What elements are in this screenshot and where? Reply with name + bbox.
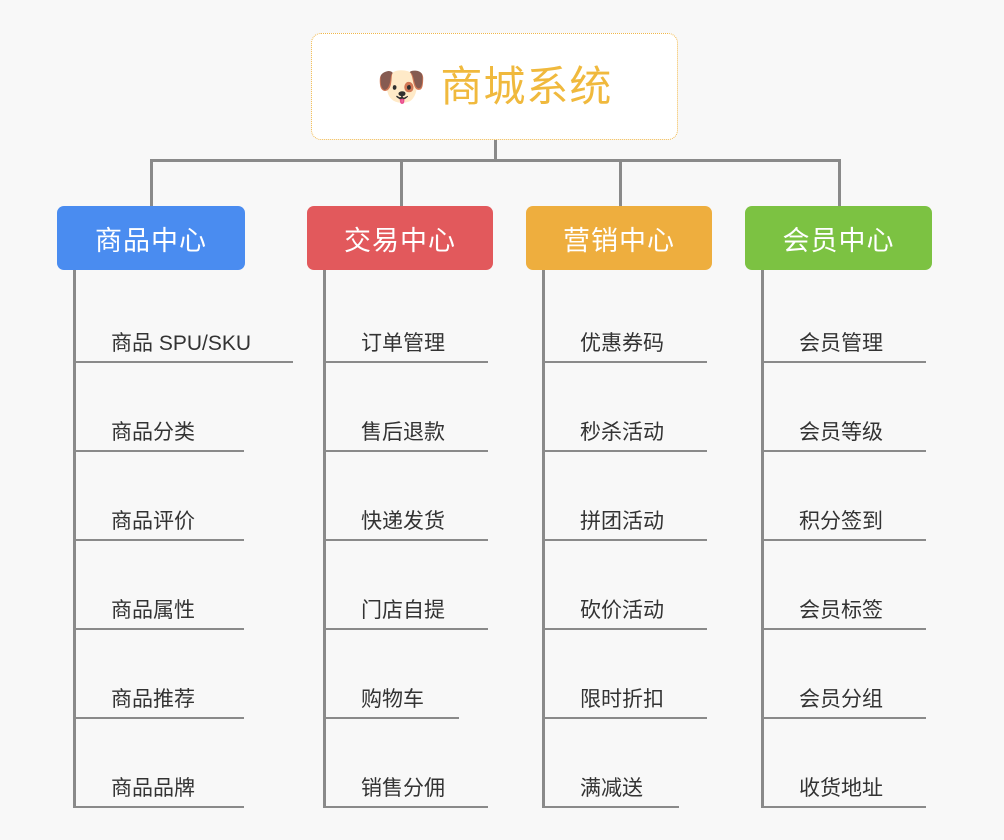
branch-label: 商品中心 (95, 225, 207, 256)
leaf-label: 商品评价 (111, 510, 195, 533)
leaf-item[interactable]: 订单管理 (326, 274, 488, 363)
connector-drop-member-center (838, 159, 841, 206)
branch-product-center: 商品中心 商品 SPU/SKU 商品分类 商品评价 商品属性 商品推荐 商品品牌 (57, 206, 293, 808)
leaf-item[interactable]: 商品推荐 (76, 630, 244, 719)
leaf-item[interactable]: 会员分组 (764, 630, 926, 719)
leaf-label: 会员标签 (799, 599, 883, 622)
leaf-item[interactable]: 积分签到 (764, 452, 926, 541)
leaf-item[interactable]: 快递发货 (326, 452, 488, 541)
leaf-list-marketing-center: 优惠券码 秒杀活动 拼团活动 砍价活动 限时折扣 满减送 (542, 270, 712, 808)
leaf-label: 售后退款 (361, 421, 445, 444)
leaf-label: 会员分组 (799, 688, 883, 711)
leaf-item[interactable]: 商品分类 (76, 363, 244, 452)
leaf-item[interactable]: 商品品牌 (76, 719, 244, 808)
connector-drop-trade-center (400, 159, 403, 206)
leaf-label: 优惠券码 (580, 332, 664, 355)
leaf-item[interactable]: 满减送 (545, 719, 679, 808)
branch-member-center: 会员中心 会员管理 会员等级 积分签到 会员标签 会员分组 收货地址 (745, 206, 932, 808)
leaf-item[interactable]: 会员标签 (764, 541, 926, 630)
leaf-list-member-center: 会员管理 会员等级 积分签到 会员标签 会员分组 收货地址 (761, 270, 932, 808)
branch-label: 交易中心 (344, 225, 456, 256)
connector-drop-product-center (150, 159, 153, 206)
leaf-item[interactable]: 收货地址 (764, 719, 926, 808)
dog-face-icon: 🐶 (376, 64, 427, 109)
branch-header-trade-center[interactable]: 交易中心 (307, 206, 493, 270)
leaf-item[interactable]: 秒杀活动 (545, 363, 707, 452)
leaf-label: 销售分佣 (361, 777, 445, 800)
connector-drop-marketing-center (619, 159, 622, 206)
leaf-label: 收货地址 (799, 777, 883, 800)
leaf-label: 会员管理 (799, 332, 883, 355)
branch-header-member-center[interactable]: 会员中心 (745, 206, 932, 270)
leaf-label: 门店自提 (361, 599, 445, 622)
branch-header-marketing-center[interactable]: 营销中心 (526, 206, 712, 270)
branch-label: 会员中心 (782, 225, 895, 256)
leaf-item[interactable]: 销售分佣 (326, 719, 488, 808)
leaf-item[interactable]: 拼团活动 (545, 452, 707, 541)
connector-horizontal-bus (150, 159, 841, 162)
leaf-item[interactable]: 会员等级 (764, 363, 926, 452)
root-node[interactable]: 🐶 商城系统 (311, 33, 678, 140)
branch-trade-center: 交易中心 订单管理 售后退款 快递发货 门店自提 购物车 销售分佣 (307, 206, 493, 808)
branch-header-product-center[interactable]: 商品中心 (57, 206, 245, 270)
leaf-label: 快递发货 (361, 510, 445, 533)
leaf-label: 商品 SPU/SKU (111, 332, 252, 355)
connector-root-stem (494, 140, 497, 161)
leaf-label: 商品属性 (111, 599, 195, 622)
leaf-label: 限时折扣 (580, 688, 664, 711)
leaf-item[interactable]: 限时折扣 (545, 630, 707, 719)
leaf-item[interactable]: 优惠券码 (545, 274, 707, 363)
leaf-item[interactable]: 会员管理 (764, 274, 926, 363)
leaf-item[interactable]: 门店自提 (326, 541, 488, 630)
leaf-label: 秒杀活动 (580, 421, 664, 444)
leaf-label: 商品分类 (111, 421, 195, 444)
leaf-label: 满减送 (580, 777, 643, 800)
leaf-item[interactable]: 商品属性 (76, 541, 244, 630)
leaf-label: 砍价活动 (580, 599, 664, 622)
leaf-label: 商品推荐 (111, 688, 195, 711)
leaf-list-product-center: 商品 SPU/SKU 商品分类 商品评价 商品属性 商品推荐 商品品牌 (73, 270, 293, 808)
leaf-item[interactable]: 售后退款 (326, 363, 488, 452)
leaf-label: 积分签到 (799, 510, 883, 533)
leaf-label: 购物车 (361, 688, 424, 711)
leaf-item[interactable]: 商品 SPU/SKU (76, 274, 293, 363)
leaf-label: 会员等级 (799, 421, 883, 444)
leaf-item[interactable]: 购物车 (326, 630, 459, 719)
root-title: 商城系统 (440, 62, 613, 110)
leaf-item[interactable]: 砍价活动 (545, 541, 707, 630)
leaf-label: 订单管理 (361, 332, 445, 355)
branch-marketing-center: 营销中心 优惠券码 秒杀活动 拼团活动 砍价活动 限时折扣 满减送 (526, 206, 712, 808)
leaf-item[interactable]: 商品评价 (76, 452, 244, 541)
leaf-label: 拼团活动 (580, 510, 664, 533)
leaf-list-trade-center: 订单管理 售后退款 快递发货 门店自提 购物车 销售分佣 (323, 270, 493, 808)
leaf-label: 商品品牌 (111, 777, 195, 800)
branch-label: 营销中心 (563, 225, 675, 256)
